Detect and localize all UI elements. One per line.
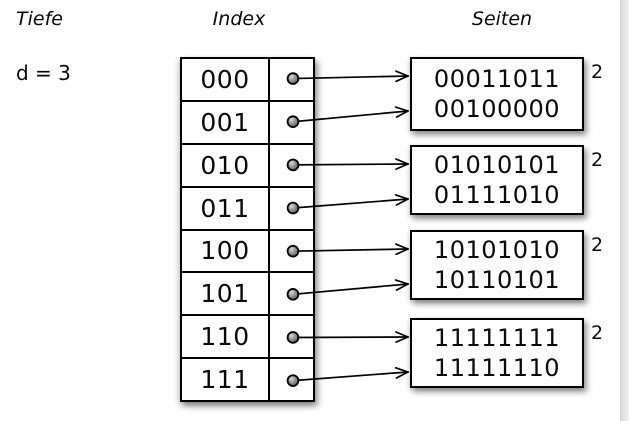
- depth-column-header: Tiefe: [16, 8, 63, 30]
- page-entry: 00100000: [433, 95, 561, 123]
- page-entry: 11111111: [433, 324, 561, 352]
- arrowhead: [395, 336, 409, 343]
- pointer-cell: [270, 102, 313, 143]
- index-row: 010: [182, 144, 313, 188]
- index-cell-value: 010: [182, 144, 270, 186]
- page-entry: 01010101: [433, 151, 561, 179]
- global-depth-value: d = 3: [16, 61, 71, 85]
- local-depth-badge: 2: [591, 61, 604, 83]
- page-entry: 00011011: [433, 65, 561, 93]
- page-entry: 01111010: [433, 181, 561, 209]
- pointer-cell: [270, 188, 313, 229]
- index-cell-value: 001: [182, 101, 270, 143]
- pointer-cell: [270, 359, 313, 400]
- index-row: 110: [182, 316, 313, 360]
- index-cell-value: 111: [182, 359, 270, 400]
- arrowhead: [395, 371, 409, 379]
- arrowhead: [395, 283, 409, 291]
- pointer-cell: [270, 59, 313, 100]
- arrowhead: [395, 248, 409, 256]
- arrowhead: [395, 158, 409, 165]
- slide-edge: [620, 0, 629, 421]
- arrowhead: [395, 198, 409, 206]
- arrowhead: [395, 70, 409, 77]
- local-depth-badge: 2: [591, 322, 604, 344]
- index-row: 000: [182, 59, 313, 102]
- page-entry: 10101010: [433, 236, 561, 264]
- index-row: 001: [182, 101, 313, 145]
- index-row: 100: [182, 230, 313, 274]
- arrowhead: [394, 279, 409, 285]
- index-row: 111: [182, 359, 313, 400]
- arrowhead: [395, 110, 409, 119]
- pages-column-header: Seiten: [471, 8, 533, 30]
- index-row: 011: [182, 187, 313, 231]
- index-cell-value: 000: [182, 59, 270, 100]
- local-depth-badge: 2: [591, 234, 604, 256]
- arrowhead: [395, 75, 409, 83]
- arrowhead: [394, 366, 409, 373]
- index-cell-value: 110: [182, 316, 270, 358]
- arrowhead: [395, 163, 409, 171]
- index-cell-value: 011: [182, 187, 270, 229]
- local-depth-badge: 2: [591, 149, 604, 171]
- index-cell-value: 101: [182, 273, 270, 315]
- pointer-cell: [270, 145, 313, 186]
- pointer-cell: [270, 273, 313, 314]
- index-column-header: Index: [212, 8, 266, 30]
- arrowhead: [394, 194, 409, 200]
- index-row: 101: [182, 273, 313, 317]
- arrowhead: [395, 243, 409, 250]
- pointer-cell: [270, 231, 313, 272]
- pointer-cell: [270, 316, 313, 357]
- page-entry: 11111110: [433, 354, 561, 382]
- arrowhead: [394, 106, 409, 112]
- arrowhead: [395, 331, 409, 338]
- index-cell-value: 100: [182, 230, 270, 272]
- page-entry: 10110101: [433, 266, 561, 294]
